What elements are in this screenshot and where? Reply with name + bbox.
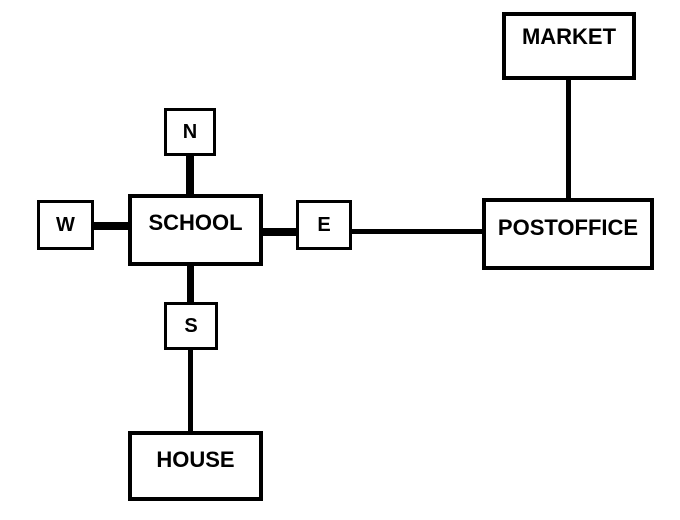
west-label: W	[56, 213, 75, 236]
connector-south-house	[188, 348, 193, 434]
house-label: HOUSE	[156, 447, 235, 472]
connector-school-north	[186, 154, 194, 196]
south-label: S	[184, 314, 198, 337]
postoffice-node: POSTOFFICE	[482, 198, 654, 270]
east-label: E	[317, 213, 331, 236]
west-node: W	[37, 200, 94, 250]
postoffice-label: POSTOFFICE	[497, 215, 639, 240]
connector-school-south	[187, 264, 194, 304]
market-label: MARKET	[521, 24, 617, 49]
market-node: MARKET	[502, 12, 636, 80]
connector-school-west	[92, 222, 132, 230]
school-node: SCHOOL	[128, 194, 263, 266]
house-node: HOUSE	[128, 431, 263, 501]
connector-east-postoffice	[350, 229, 485, 234]
south-node: S	[164, 302, 218, 350]
connector-school-east	[262, 228, 298, 236]
north-node: N	[164, 108, 216, 156]
east-node: E	[296, 200, 352, 250]
school-label: SCHOOL	[148, 210, 243, 235]
north-label: N	[182, 120, 198, 143]
connector-postoffice-market	[566, 78, 571, 202]
